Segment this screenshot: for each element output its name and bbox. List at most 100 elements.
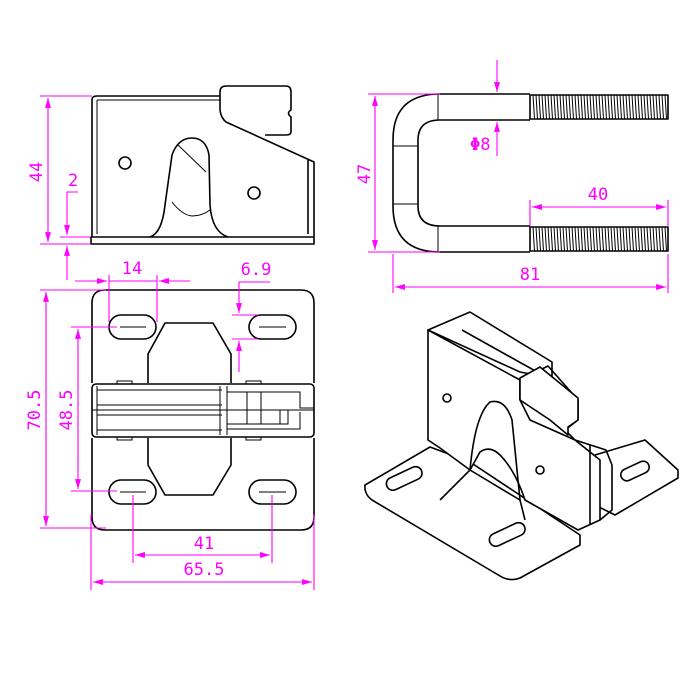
- thread-line: [568, 226, 571, 252]
- thread-line: [556, 226, 559, 252]
- thread-line: [559, 94, 562, 120]
- thread-line: [580, 226, 583, 252]
- thread-line: [550, 226, 553, 252]
- thread-line: [586, 226, 589, 252]
- thread-line: [574, 226, 577, 252]
- dim-depth-70-5: 70.5: [25, 390, 45, 431]
- thread-line: [598, 94, 601, 120]
- thread-line: [625, 226, 628, 252]
- thread-line: [649, 94, 652, 120]
- thread-line: [535, 94, 538, 120]
- thread-line: [619, 226, 622, 252]
- thread-line: [571, 94, 574, 120]
- dim-height-44: 44: [27, 162, 47, 182]
- thread-line: [565, 94, 568, 120]
- thread-line: [574, 94, 577, 120]
- thread-line: [631, 226, 634, 252]
- thread-line: [655, 94, 658, 120]
- thread-line: [652, 94, 655, 120]
- thread-line: [610, 226, 613, 252]
- dim-width-65-5: 65.5: [184, 560, 225, 580]
- thread-line: [607, 94, 610, 120]
- thread-line: [613, 226, 616, 252]
- thread-line: [601, 94, 604, 120]
- thread-line: [583, 94, 586, 120]
- bolt-threads: [532, 94, 667, 252]
- thread-line: [637, 226, 640, 252]
- thread-line: [658, 94, 661, 120]
- thread-line: [553, 226, 556, 252]
- thread-line: [640, 226, 643, 252]
- thread-line: [532, 226, 535, 252]
- dim-height-47: 47: [355, 164, 375, 184]
- thread-line: [583, 226, 586, 252]
- thread-line: [595, 226, 598, 252]
- thread-line: [550, 94, 553, 120]
- thread-line: [613, 94, 616, 120]
- thread-line: [640, 94, 643, 120]
- thread-line: [559, 226, 562, 252]
- side-view: [90, 85, 315, 245]
- thread-line: [628, 226, 631, 252]
- thread-line: [649, 226, 652, 252]
- u-bolt-view: [392, 93, 669, 253]
- thread-line: [541, 94, 544, 120]
- top-view-dimensions: 14 6.9 70.5 48.5 41 65.5: [25, 259, 315, 590]
- thread-line: [595, 94, 598, 120]
- diameter-symbol: Φ: [470, 135, 480, 155]
- thread-line: [652, 226, 655, 252]
- thread-line: [634, 94, 637, 120]
- thread-line: [562, 94, 565, 120]
- dim-hole-spacing-48-5: 48.5: [57, 390, 77, 431]
- thread-line: [664, 94, 667, 120]
- thread-line: [646, 94, 649, 120]
- thread-line: [604, 94, 607, 120]
- thread-line: [532, 94, 535, 120]
- thread-line: [631, 94, 634, 120]
- thread-line: [664, 226, 667, 252]
- thread-line: [553, 94, 556, 120]
- thread-line: [661, 226, 664, 252]
- u-bolt-dimensions: 47 Φ8 40 81: [355, 60, 669, 293]
- thread-line: [604, 226, 607, 252]
- dim-overall-length-81: 81: [520, 265, 540, 285]
- thread-line: [592, 94, 595, 120]
- side-view-dimensions: 44 2: [27, 95, 92, 280]
- thread-line: [538, 94, 541, 120]
- thread-line: [586, 94, 589, 120]
- thread-line: [622, 226, 625, 252]
- thread-line: [538, 226, 541, 252]
- thread-line: [622, 94, 625, 120]
- thread-line: [628, 94, 631, 120]
- thread-line: [556, 94, 559, 120]
- thread-line: [607, 226, 610, 252]
- dim-diameter: Φ8: [470, 135, 491, 155]
- thread-line: [601, 226, 604, 252]
- thread-line: [577, 94, 580, 120]
- thread-line: [565, 226, 568, 252]
- thread-line: [535, 226, 538, 252]
- dim-slot-length-14: 14: [122, 259, 142, 279]
- thread-line: [589, 226, 592, 252]
- thread-line: [544, 226, 547, 252]
- thread-line: [619, 94, 622, 120]
- top-view: [91, 289, 315, 531]
- dim-slot-width-6-9: 6.9: [241, 260, 272, 280]
- thread-line: [610, 94, 613, 120]
- thread-line: [547, 226, 550, 252]
- dim-thickness-2: 2: [68, 171, 78, 191]
- dim-thread-length-40: 40: [588, 185, 608, 205]
- thread-line: [655, 226, 658, 252]
- dim-hole-spacing-41: 41: [194, 534, 214, 554]
- thread-line: [643, 94, 646, 120]
- thread-line: [571, 226, 574, 252]
- thread-line: [544, 94, 547, 120]
- thread-line: [637, 94, 640, 120]
- thread-line: [562, 226, 565, 252]
- thread-line: [577, 226, 580, 252]
- dim-diameter-8: 8: [480, 135, 490, 155]
- thread-line: [616, 226, 619, 252]
- thread-line: [592, 226, 595, 252]
- thread-line: [661, 94, 664, 120]
